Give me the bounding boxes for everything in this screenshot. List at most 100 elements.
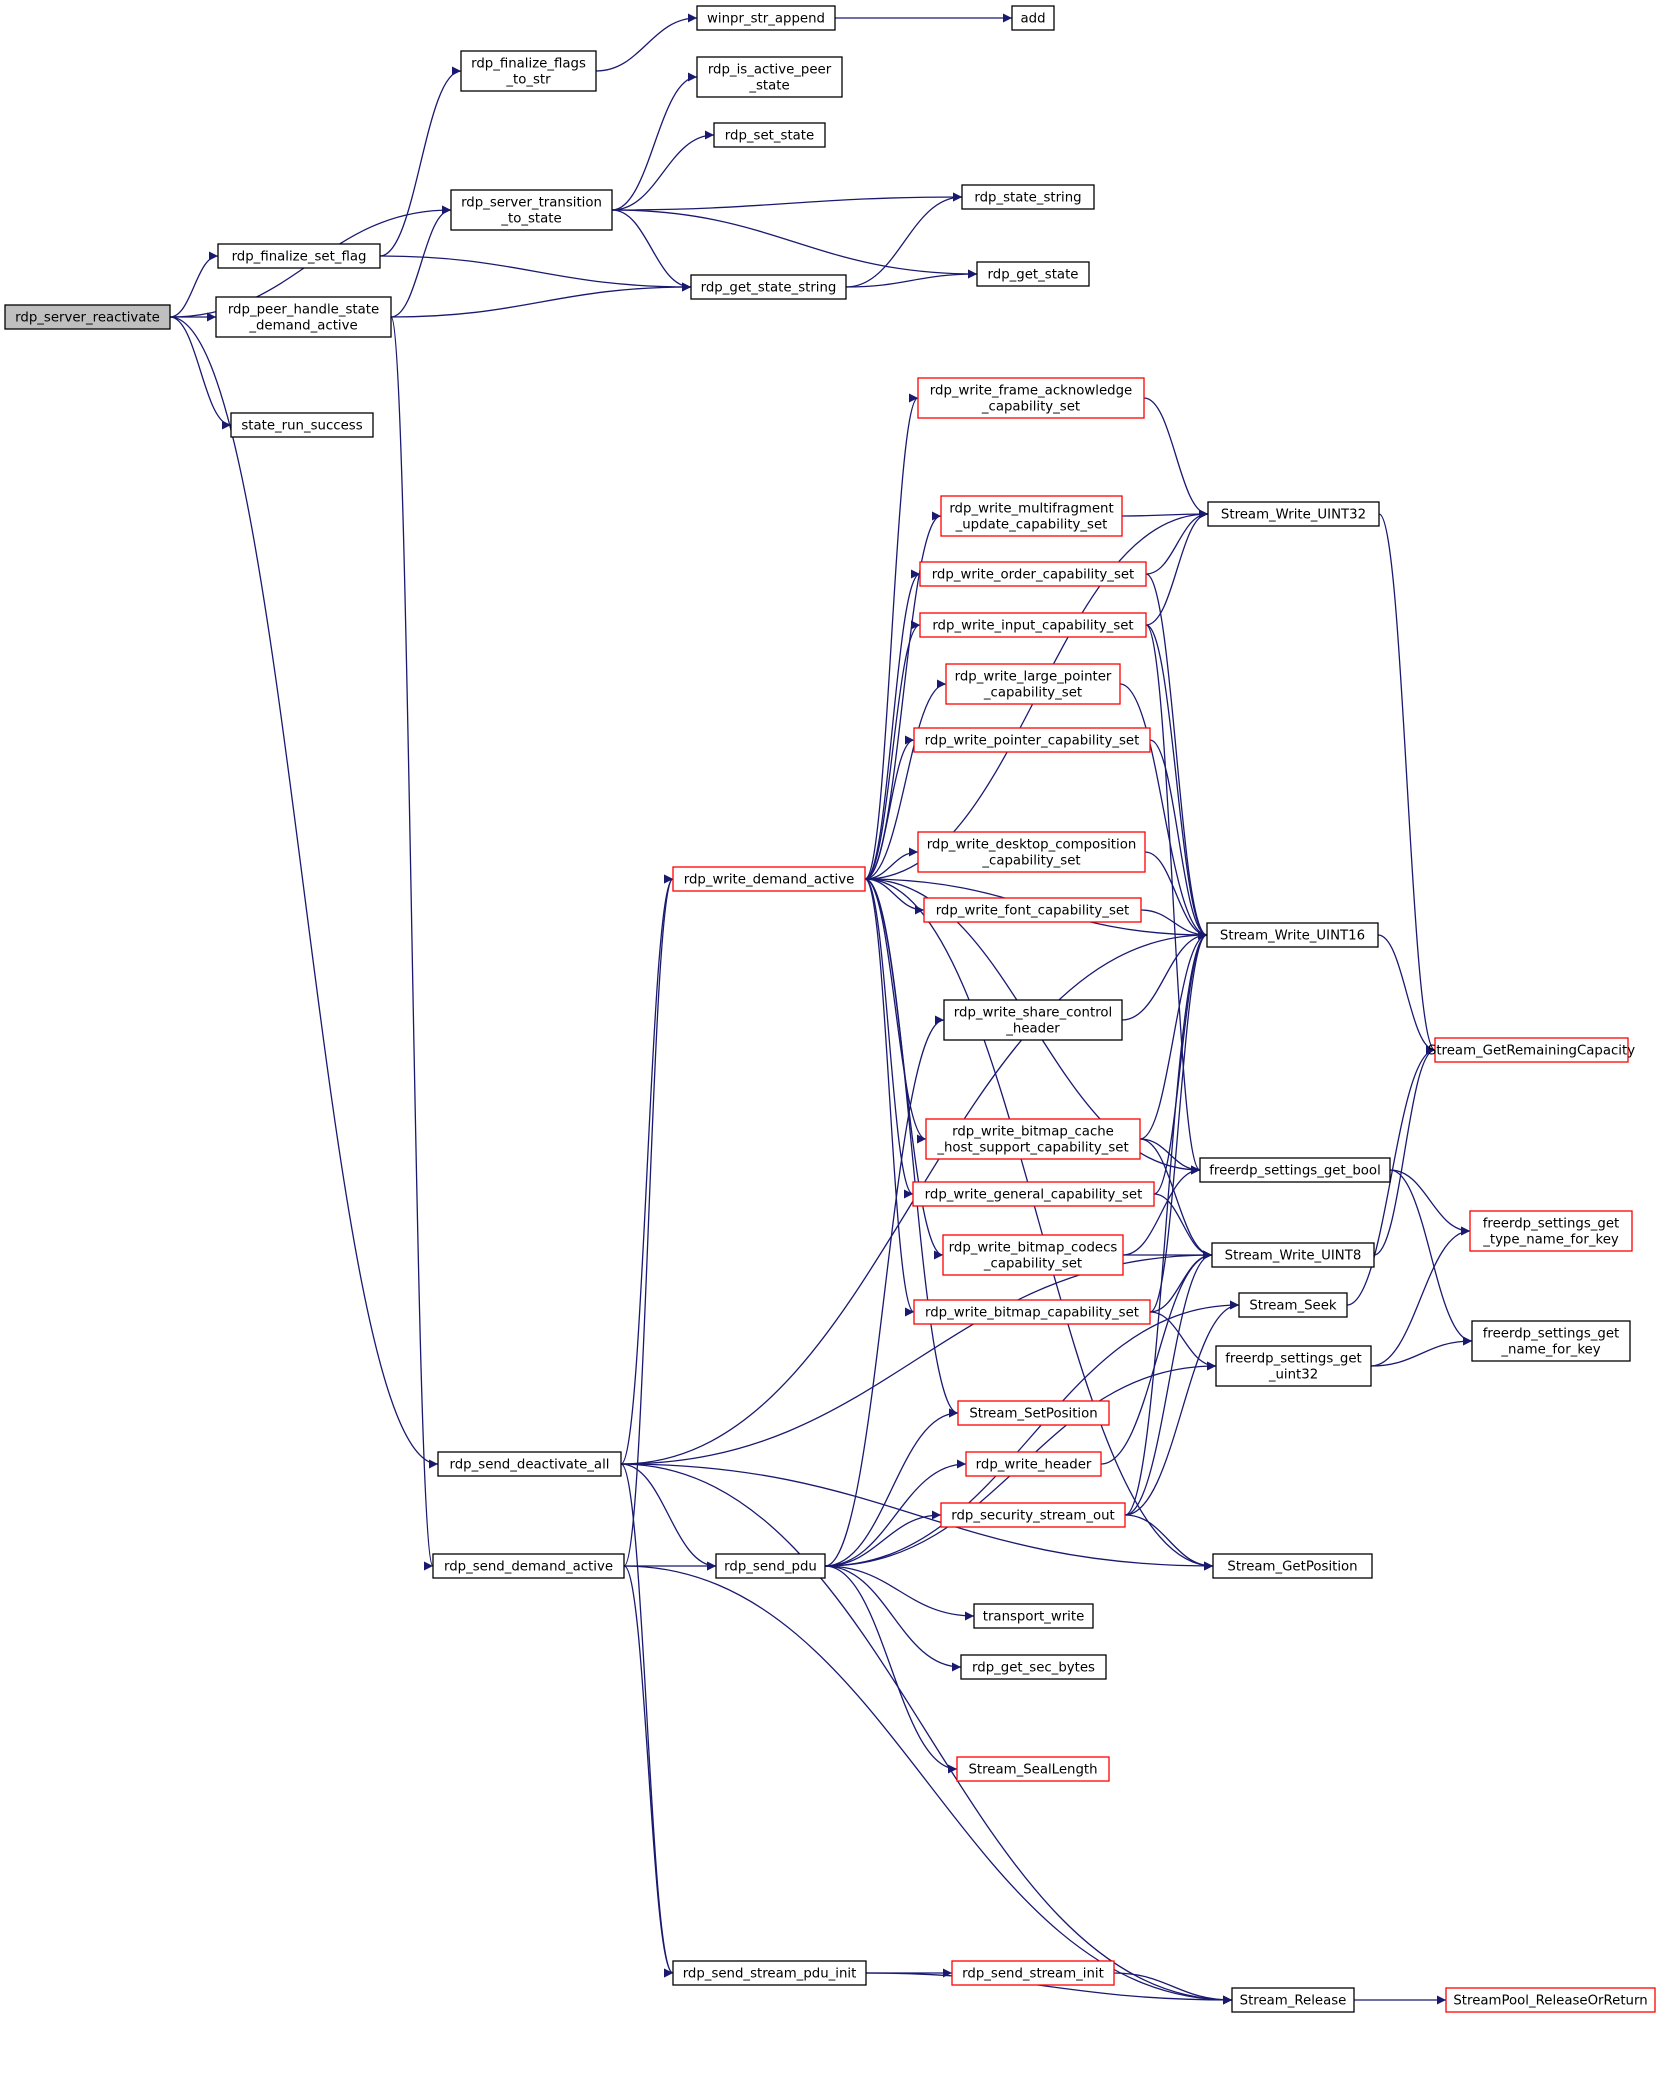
node-rdp_send_stream_pdu_init[interactable]: rdp_send_stream_pdu_init xyxy=(672,1960,867,1986)
node-box xyxy=(690,274,847,300)
node-rdp_write_multifragment_update_capability_set[interactable]: rdp_write_multifragment_update_capabilit… xyxy=(940,495,1123,537)
edge-rdp_write_pointer_capability_set-to-Stream_Write_UINT16 xyxy=(1149,739,1208,940)
node-label: rdp_write_share_control xyxy=(954,1006,1112,1021)
node-state_run_success[interactable]: state_run_success xyxy=(230,412,374,438)
edge-rdp_write_input_capability_set-to-Stream_Write_UINT32 xyxy=(1145,509,1209,626)
node-add[interactable]: add xyxy=(1011,5,1055,31)
edge-rdp_send_pdu-to-rdp_get_sec_bytes xyxy=(824,1565,962,1672)
node-rdp_send_pdu[interactable]: rdp_send_pdu xyxy=(715,1553,826,1579)
node-rdp_write_bitmap_cache_host_support_capability_set[interactable]: rdp_write_bitmap_cache_host_support_capa… xyxy=(925,1118,1141,1160)
node-box xyxy=(945,663,1121,705)
node-rdp_finalize_flags_to_str[interactable]: rdp_finalize_flags_to_str xyxy=(460,50,597,92)
edge-rdp_write_order_capability_set-to-Stream_Write_UINT32 xyxy=(1145,509,1209,575)
edge-rdp_send_demand_active-to-rdp_send_stream_pdu_init xyxy=(623,1565,674,1978)
node-rdp_server_transition_to_state[interactable]: rdp_server_transition_to_state xyxy=(450,189,613,231)
node-freerdp_settings_get_bool[interactable]: freerdp_settings_get_bool xyxy=(1199,1157,1391,1183)
edge-rdp_send_deactivate_all-to-Stream_Write_UINT8 xyxy=(620,1250,1213,1465)
node-label: _to_str xyxy=(505,73,551,88)
edge-rdp_write_frame_acknowledge_capability_set-to-Stream_Write_UINT32 xyxy=(1143,397,1209,519)
node-box xyxy=(230,412,374,438)
node-rdp_write_bitmap_capability_set[interactable]: rdp_write_bitmap_capability_set xyxy=(913,1299,1151,1325)
edge-rdp_server_transition_to_state-to-rdp_get_state_string xyxy=(611,209,692,292)
node-rdp_write_font_capability_set[interactable]: rdp_write_font_capability_set xyxy=(923,897,1142,923)
node-rdp_security_stream_out[interactable]: rdp_security_stream_out xyxy=(940,1502,1126,1528)
node-Stream_Write_UINT32[interactable]: Stream_Write_UINT32 xyxy=(1207,501,1380,527)
node-Stream_Release[interactable]: Stream_Release xyxy=(1231,1987,1355,2013)
node-winpr_str_append[interactable]: winpr_str_append xyxy=(696,5,836,31)
node-rdp_write_share_control_header[interactable]: rdp_write_share_control_header xyxy=(943,999,1123,1041)
node-label: _type_name_for_key xyxy=(1482,1233,1619,1248)
node-box xyxy=(1231,1987,1355,2013)
node-label: _state xyxy=(748,79,789,94)
node-box xyxy=(4,304,171,330)
node-box xyxy=(919,612,1147,638)
node-rdp_state_string[interactable]: rdp_state_string xyxy=(961,184,1095,210)
node-label: rdp_write_demand_active xyxy=(684,873,855,888)
node-rdp_write_order_capability_set[interactable]: rdp_write_order_capability_set xyxy=(919,561,1147,587)
node-rdp_write_general_capability_set[interactable]: rdp_write_general_capability_set xyxy=(912,1181,1155,1207)
node-box xyxy=(917,831,1146,873)
edge-rdp_server_reactivate-to-rdp_finalize_set_flag xyxy=(169,251,219,318)
node-label: Stream_Release xyxy=(1240,1994,1347,2009)
node-rdp_server_reactivate[interactable]: rdp_server_reactivate xyxy=(4,304,171,330)
edge-freerdp_settings_get_uint32-to-freerdp_settings_get_name_for_key xyxy=(1370,1336,1473,1367)
node-box xyxy=(961,184,1095,210)
edge-rdp_get_state_string-to-rdp_get_state xyxy=(845,269,978,288)
edge-rdp_write_demand_active-to-rdp_write_bitmap_capability_set xyxy=(864,878,915,1317)
node-Stream_SealLength[interactable]: Stream_SealLength xyxy=(956,1756,1110,1782)
node-label: rdp_set_state xyxy=(725,129,814,144)
node-rdp_write_frame_acknowledge_capability_set[interactable]: rdp_write_frame_acknowledge_capability_s… xyxy=(917,377,1145,419)
node-rdp_write_large_pointer_capability_set[interactable]: rdp_write_large_pointer_capability_set xyxy=(945,663,1121,705)
node-rdp_is_active_peer_state[interactable]: rdp_is_active_peer_state xyxy=(696,56,843,98)
node-rdp_send_stream_init[interactable]: rdp_send_stream_init xyxy=(951,1960,1115,1986)
node-rdp_write_bitmap_codecs_capability_set[interactable]: rdp_write_bitmap_codecs_capability_set xyxy=(942,1234,1124,1276)
edge-rdp_server_transition_to_state-to-rdp_state_string xyxy=(611,192,963,211)
node-box xyxy=(1206,922,1379,948)
edge-rdp_send_stream_init-to-Stream_Release xyxy=(1113,1972,1233,2005)
node-box xyxy=(1445,1987,1656,2013)
edge-rdp_send_deactivate_all-to-Stream_GetPosition xyxy=(620,1463,1214,1571)
node-label: rdp_write_pointer_capability_set xyxy=(925,734,1140,749)
node-rdp_peer_handle_state_demand_active[interactable]: rdp_peer_handle_state_demand_active xyxy=(215,296,392,338)
edge-rdp_finalize_flags_to_str-to-winpr_str_append xyxy=(595,13,698,72)
node-Stream_Write_UINT8[interactable]: Stream_Write_UINT8 xyxy=(1211,1242,1375,1268)
node-rdp_get_sec_bytes[interactable]: rdp_get_sec_bytes xyxy=(960,1654,1107,1680)
node-Stream_Seek[interactable]: Stream_Seek xyxy=(1238,1292,1348,1318)
node-label: rdp_finalize_flags xyxy=(471,57,586,72)
node-rdp_write_input_capability_set[interactable]: rdp_write_input_capability_set xyxy=(919,612,1147,638)
node-rdp_get_state_string[interactable]: rdp_get_state_string xyxy=(690,274,847,300)
node-label: rdp_is_active_peer xyxy=(708,63,832,78)
node-rdp_write_demand_active[interactable]: rdp_write_demand_active xyxy=(672,866,866,892)
edge-rdp_write_bitmap_cache_host_support_capability_set-to-Stream_Write_UINT8 xyxy=(1139,1138,1213,1260)
node-Stream_GetPosition[interactable]: Stream_GetPosition xyxy=(1212,1553,1373,1579)
node-label: rdp_security_stream_out xyxy=(951,1509,1115,1524)
node-rdp_write_desktop_composition_capability_set[interactable]: rdp_write_desktop_composition_capability… xyxy=(917,831,1146,873)
node-rdp_write_header[interactable]: rdp_write_header xyxy=(965,1451,1102,1477)
node-box xyxy=(919,561,1147,587)
node-label: rdp_server_transition xyxy=(461,196,602,211)
node-freerdp_settings_get_type_name_for_key[interactable]: freerdp_settings_get_type_name_for_key xyxy=(1469,1210,1633,1252)
node-Stream_GetRemainingCapacity[interactable]: Stream_GetRemainingCapacity xyxy=(1428,1037,1635,1063)
node-freerdp_settings_get_name_for_key[interactable]: freerdp_settings_get_name_for_key xyxy=(1471,1320,1631,1362)
node-label: add xyxy=(1020,12,1045,27)
node-rdp_finalize_set_flag[interactable]: rdp_finalize_set_flag xyxy=(217,243,381,269)
node-rdp_send_deactivate_all[interactable]: rdp_send_deactivate_all xyxy=(437,1451,622,1477)
node-box xyxy=(973,1603,1094,1629)
node-transport_write[interactable]: transport_write xyxy=(973,1603,1094,1629)
node-label: rdp_write_bitmap_capability_set xyxy=(925,1306,1139,1321)
node-StreamPool_ReleaseOrReturn[interactable]: StreamPool_ReleaseOrReturn xyxy=(1445,1987,1656,2013)
node-rdp_get_state[interactable]: rdp_get_state xyxy=(976,261,1090,287)
node-rdp_set_state[interactable]: rdp_set_state xyxy=(713,122,826,148)
node-label: rdp_write_bitmap_codecs xyxy=(949,1241,1118,1256)
node-rdp_send_demand_active[interactable]: rdp_send_demand_active xyxy=(432,1553,625,1579)
node-rdp_write_pointer_capability_set[interactable]: rdp_write_pointer_capability_set xyxy=(913,727,1151,753)
node-Stream_Write_UINT16[interactable]: Stream_Write_UINT16 xyxy=(1206,922,1379,948)
node-box xyxy=(217,243,381,269)
node-label: _demand_active xyxy=(248,319,357,334)
node-freerdp_settings_get_uint32[interactable]: freerdp_settings_get_uint32 xyxy=(1215,1345,1372,1387)
edge-freerdp_settings_get_uint32-to-freerdp_settings_get_type_name_for_key xyxy=(1370,1226,1471,1367)
edge-rdp_write_general_capability_set-to-Stream_Write_UINT8 xyxy=(1153,1193,1213,1260)
node-Stream_SetPosition[interactable]: Stream_SetPosition xyxy=(957,1400,1110,1426)
edge-Stream_Seek-to-Stream_GetRemainingCapacity xyxy=(1346,1045,1436,1306)
